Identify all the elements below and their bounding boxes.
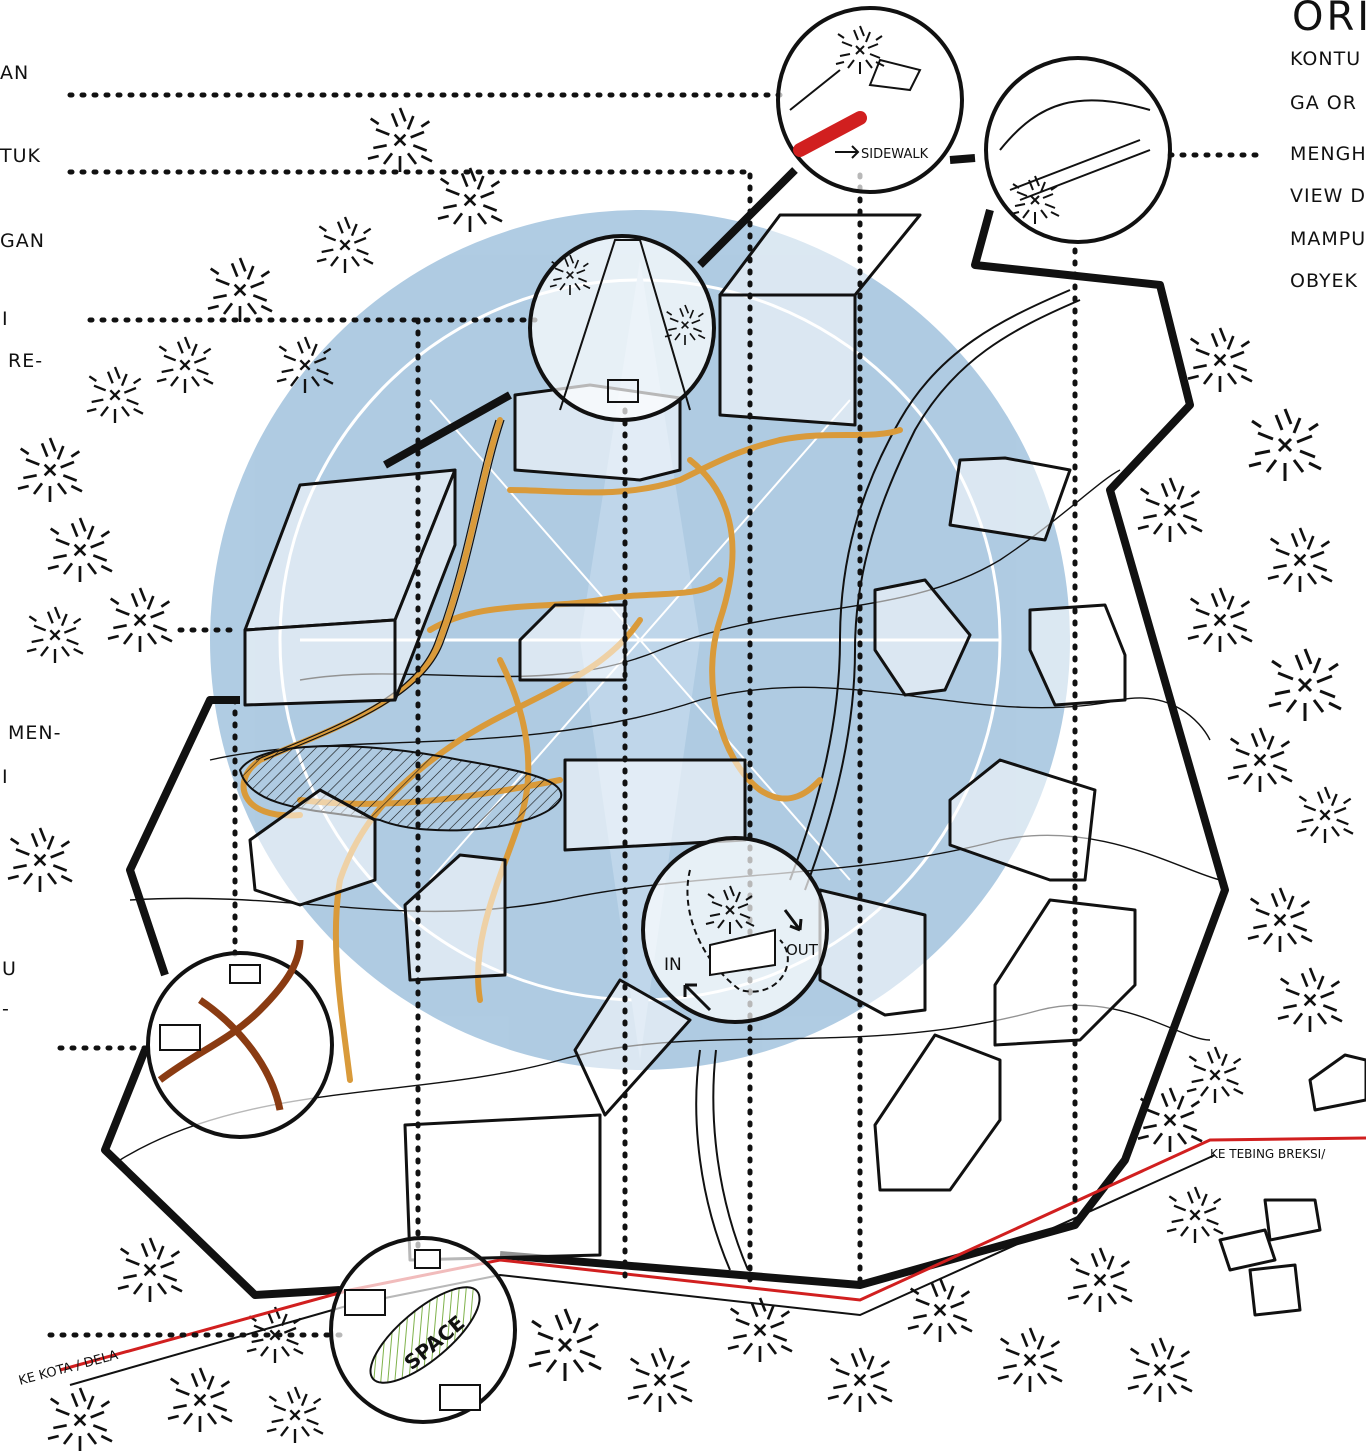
in-label: IN xyxy=(664,955,682,975)
detail-bubble-space: SPACE xyxy=(331,1238,515,1422)
left-note-fragment: I xyxy=(2,308,9,330)
right-note-line: VIEW D xyxy=(1290,185,1366,207)
title-fragment: ORI xyxy=(1292,0,1366,40)
left-note-fragment: I xyxy=(2,766,9,788)
right-note-line: GA OR xyxy=(1290,92,1357,114)
right-note-line: MAMPU xyxy=(1290,228,1366,250)
detail-bubble-axis xyxy=(530,236,714,420)
left-note-fragment: - xyxy=(2,998,10,1020)
road-label-tebing: KE TEBING BREKSI/ xyxy=(1210,1147,1326,1161)
detail-bubble-circulation: IN OUT xyxy=(643,838,827,1022)
left-note-fragment: MEN- xyxy=(8,722,61,744)
left-note-fragment: TUK xyxy=(0,145,41,167)
left-note-fragment: GAN xyxy=(0,230,45,252)
road-label-kota: KE KOTA / DELA xyxy=(17,1348,120,1389)
out-label: OUT xyxy=(786,941,819,959)
detail-bubble-view xyxy=(986,58,1170,242)
right-note-line: MENGH xyxy=(1290,143,1366,165)
right-note-line: OBYEK xyxy=(1290,270,1358,292)
right-note-line: KONTU xyxy=(1290,48,1361,70)
sidewalk-label: SIDEWALK xyxy=(861,147,929,162)
left-note-fragment: AN xyxy=(0,62,29,84)
left-note-fragment: U xyxy=(2,958,17,980)
detail-bubble-paths xyxy=(148,940,332,1137)
left-note-fragment: RE- xyxy=(8,350,43,372)
detail-bubble-entrance: SIDEWALK xyxy=(778,8,962,192)
